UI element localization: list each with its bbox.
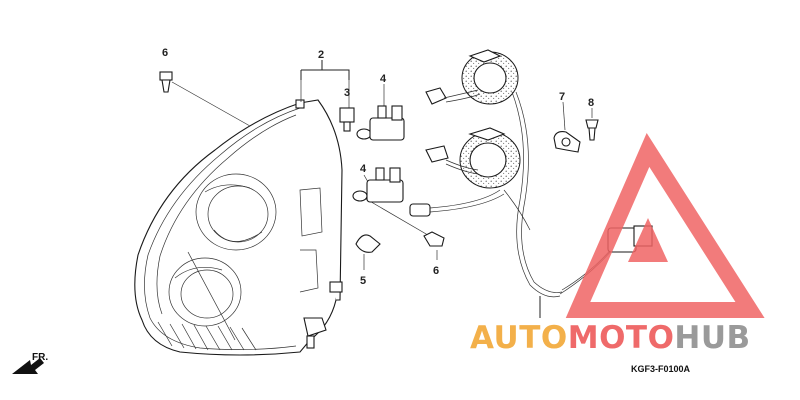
direction-label: FR.: [32, 352, 48, 363]
callout-2: 2: [318, 49, 324, 61]
socket-ring-upper: [425, 49, 519, 105]
watermark-part-moto: MOTO: [568, 320, 675, 356]
callout-6: 6: [162, 47, 168, 59]
bulb-part-3: [339, 107, 355, 132]
callout-8: 8: [588, 97, 594, 109]
figure-code: KGF3-F0100A: [631, 364, 691, 374]
screw-part-6: [159, 71, 173, 93]
callout-5: 5: [360, 275, 366, 287]
bulb-part-4-upper: [356, 105, 405, 141]
clamp-part-7: [553, 131, 581, 153]
socket-ring-lower: [409, 127, 521, 217]
watermark-part-hub: HUB: [674, 320, 750, 356]
headlight-assembly: [134, 99, 343, 356]
watermark-text: AUTOMOTOHUB: [470, 320, 751, 356]
callout-4-lower: 4: [360, 163, 367, 175]
callout-7: 7: [559, 91, 565, 103]
callout-3: 3: [344, 87, 350, 99]
screw-part-8: [585, 119, 599, 141]
callout-4-upper: 4: [380, 73, 387, 85]
screw-part-6-lower: [423, 231, 445, 247]
callout-6-lower: 6: [433, 265, 439, 277]
bulb-part-4-lower: [352, 167, 404, 203]
watermark-logo: [565, 133, 765, 318]
bulb-part-5: [355, 234, 381, 253]
front-direction-arrow: FR.: [12, 352, 48, 374]
watermark-part-auto: AUTO: [470, 320, 568, 356]
